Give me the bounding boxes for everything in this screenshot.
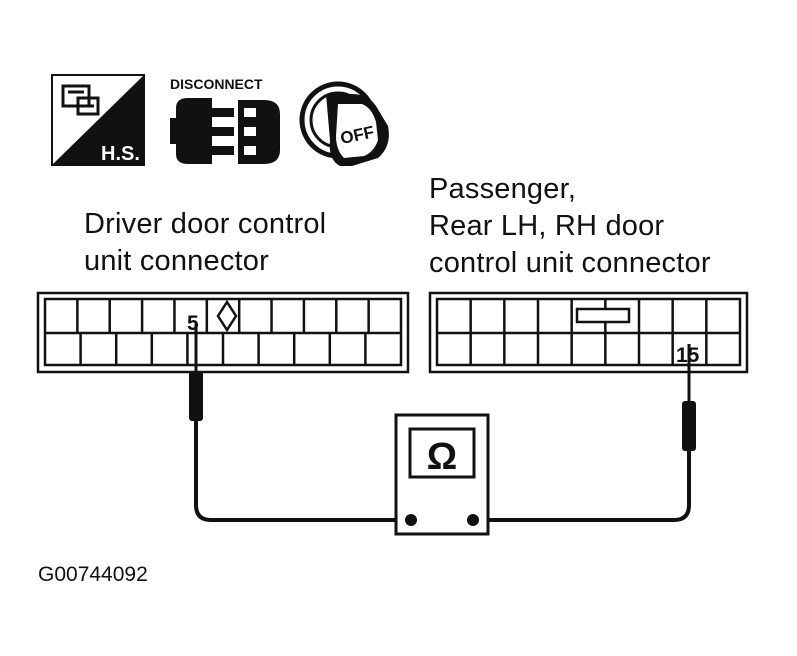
passenger-label-line-1: Passenger, (429, 173, 577, 205)
passenger-label-line-2: Rear LH, RH door (429, 210, 665, 242)
passenger-connector: 15 (428, 291, 749, 374)
figure-id: G00744092 (38, 563, 148, 586)
ignition-off-icon: OFF (299, 81, 389, 166)
disconnect-icon: DISCONNECT (170, 76, 280, 164)
meter-terminal-right (467, 514, 479, 526)
driver-label-line-2: unit connector (84, 245, 269, 277)
connector-key-slot (575, 307, 631, 324)
driver-connector-label: Driver door control unit connector (84, 206, 326, 280)
hs-text: H.S. (101, 143, 140, 165)
right-probe (474, 344, 696, 522)
meter-display (408, 427, 476, 479)
driver-connector: 5 (36, 291, 410, 374)
pin-5-key-marker (216, 299, 238, 333)
ohmmeter: Ω (394, 413, 490, 536)
harness-hs-icon: H.S. (51, 74, 145, 166)
left-probe (189, 324, 408, 522)
driver-label-line-1: Driver door control (84, 208, 327, 240)
disconnect-text: DISCONNECT (170, 76, 263, 92)
ohm-symbol: Ω (427, 436, 457, 478)
meter-terminal-left (405, 514, 417, 526)
passenger-connector-label: Passenger, Rear LH, RH door control unit… (429, 171, 711, 282)
passenger-label-line-3: control unit connector (429, 247, 711, 279)
